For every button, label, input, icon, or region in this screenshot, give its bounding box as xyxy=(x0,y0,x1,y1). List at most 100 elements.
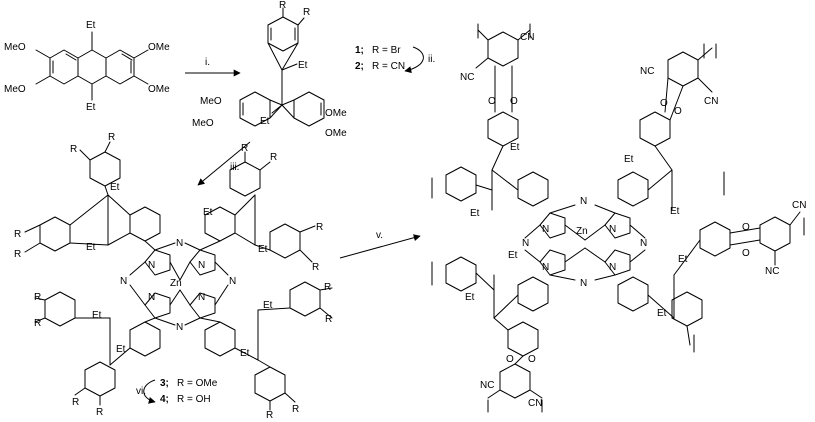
anthracene-starting-material xyxy=(35,31,149,101)
et-label: Et xyxy=(86,20,96,31)
r-label: R xyxy=(270,152,277,163)
et-label: Et xyxy=(240,348,250,359)
n-label: N xyxy=(580,196,587,207)
polymer-network xyxy=(445,29,801,399)
et-label: Et xyxy=(258,244,268,255)
triptycene-arm-top-left xyxy=(24,141,131,253)
r-label: R xyxy=(266,410,273,421)
o-label: O xyxy=(660,98,668,109)
meo-label: MeO xyxy=(192,118,214,129)
compound-3-substituent: R = OMe xyxy=(177,378,218,389)
step-label-v: v. xyxy=(376,230,383,241)
r-label: R xyxy=(108,132,115,143)
r-label: R xyxy=(72,397,79,408)
compound-2-number: 2; xyxy=(355,61,364,72)
cn-label: CN xyxy=(528,398,542,409)
r-label: R xyxy=(279,0,286,11)
et-label: Et xyxy=(510,142,520,153)
n-label: N xyxy=(198,260,205,271)
ome-label: OMe xyxy=(148,42,170,53)
step-label-ii: ii. xyxy=(428,54,435,65)
r-label: R xyxy=(14,229,21,240)
triptycene-arm-bottom-left xyxy=(34,291,131,406)
zn-label: Zn xyxy=(576,226,588,237)
et-label: Et xyxy=(657,308,667,319)
r-label: R xyxy=(34,292,41,303)
meo-label: MeO xyxy=(4,84,26,95)
n-label: N xyxy=(609,262,616,273)
step-label-vi: vi. xyxy=(136,386,146,397)
compound-1-substituent: R = Br xyxy=(372,45,401,56)
et-label: Et xyxy=(465,292,475,303)
triptycene-arm-bottom-right xyxy=(234,281,333,411)
compound-3-number: 3; xyxy=(160,378,169,389)
n-label: N xyxy=(640,238,647,249)
r-label: R xyxy=(316,222,323,233)
phthalocyanine-core xyxy=(129,206,236,357)
et-label: Et xyxy=(670,206,680,217)
r-label: R xyxy=(312,262,319,273)
et-label: Et xyxy=(298,60,308,71)
meo-label: MeO xyxy=(4,42,26,53)
step-label-i: i. xyxy=(205,57,210,68)
n-label: N xyxy=(609,224,616,235)
o-label: O xyxy=(742,222,750,233)
n-label: N xyxy=(580,278,587,289)
o-label: O xyxy=(506,354,514,365)
n-label: N xyxy=(148,260,155,271)
n-label: N xyxy=(542,224,549,235)
n-label: N xyxy=(176,238,183,249)
ome-label: OMe xyxy=(148,84,170,95)
zn-label: Zn xyxy=(170,278,182,289)
n-label: N xyxy=(120,276,127,287)
compound-4-substituent: R = OH xyxy=(177,394,211,405)
et-label: Et xyxy=(263,300,273,311)
et-label: Et xyxy=(110,182,120,193)
reaction-arrow-ii xyxy=(404,46,424,74)
reaction-arrow-vi xyxy=(143,379,156,404)
compound-4-number: 4; xyxy=(160,394,169,405)
et-label: Et xyxy=(678,254,688,265)
n-label: N xyxy=(148,292,155,303)
nc-label: NC xyxy=(480,380,494,391)
et-label: Et xyxy=(470,208,480,219)
r-label: R xyxy=(96,407,103,418)
r-label: R xyxy=(34,318,41,329)
nc-label: NC xyxy=(765,266,779,277)
o-label: O xyxy=(742,248,750,259)
et-label: Et xyxy=(624,154,634,165)
reaction-arrow-v xyxy=(339,234,421,259)
n-label: N xyxy=(229,276,236,287)
nc-label: NC xyxy=(460,72,474,83)
r-label: R xyxy=(292,404,299,415)
o-label: O xyxy=(488,96,496,107)
polymer-brackets xyxy=(431,23,805,413)
compound-2-substituent: R = CN xyxy=(372,61,405,72)
et-label: Et xyxy=(86,242,96,253)
o-label: O xyxy=(510,96,518,107)
triptycene-1-2 xyxy=(239,7,325,127)
ome-label: OMe xyxy=(325,108,347,119)
o-label: O xyxy=(528,354,536,365)
ome-label: OMe xyxy=(325,128,347,139)
r-label: R xyxy=(324,282,331,293)
compound-1-number: 1; xyxy=(355,45,364,56)
cn-label: CN xyxy=(520,32,534,43)
r-label: R xyxy=(303,7,310,18)
r-label: R xyxy=(241,143,248,154)
n-label: N xyxy=(522,238,529,249)
cn-label: CN xyxy=(792,200,806,211)
n-label: N xyxy=(542,262,549,273)
meo-label: MeO xyxy=(200,96,222,107)
r-label: R xyxy=(70,144,77,155)
r-label: R xyxy=(14,249,21,260)
cn-label: CN xyxy=(704,96,718,107)
et-label: Et xyxy=(508,250,518,261)
o-label: O xyxy=(674,106,682,117)
et-label: Et xyxy=(86,102,96,113)
n-label: N xyxy=(176,322,183,333)
r-label: R xyxy=(325,314,332,325)
reaction-arrow-iii xyxy=(197,141,251,186)
triptycene-arm-top-right xyxy=(229,151,316,263)
